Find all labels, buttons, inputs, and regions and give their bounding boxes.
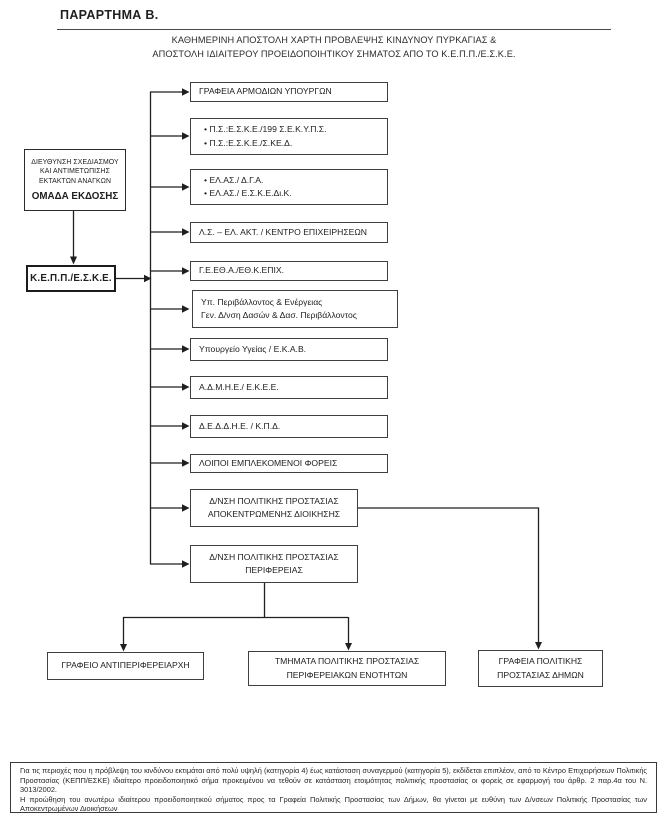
- footnote-box: Για τις περιοχές που η πρόβλεψη του κινδ…: [10, 762, 657, 813]
- arrowhead-municipal: [535, 642, 542, 650]
- node-municipal-offices: ΓΡΑΦΕΙΑ ΠΟΛΙΤΙΚΗΣ ΠΡΟΣΤΑΣΙΑΣ ΔΗΜΩΝ: [478, 650, 603, 687]
- node-fire-service: • Π.Σ.:Ε.Σ.Κ.Ε./199 Σ.Ε.Κ.Υ.Π.Σ. • Π.Σ.:…: [190, 118, 388, 155]
- arrowhead-1: [182, 88, 190, 96]
- node-hellenic-police: • ΕΛ.ΑΣ./ Δ.Γ.Α. • ΕΛ.ΑΣ./ Ε.Σ.Κ.Ε.Δι.Κ.: [190, 169, 388, 205]
- node-label: ΑΠΟΚΕΝΤΡΩΜΕΝΗΣ ΔΙΟΙΚΗΣΗΣ: [207, 509, 341, 519]
- node-ministers-offices: ΓΡΑΦΕΙΑ ΑΡΜΟΔΙΩΝ ΥΠΟΥΡΓΩΝ: [190, 82, 388, 102]
- node-region-directorate: Δ/ΝΣΗ ΠΟΛΙΤΙΚΗΣ ΠΡΟΣΤΑΣΙΑΣ ΠΕΡΙΦΕΡΕΙΑΣ: [190, 545, 358, 583]
- arrowhead-10: [182, 459, 190, 467]
- node-label: ΛΟΙΠΟΙ ΕΜΠΛΕΚΟΜΕΝΟΙ ΦΟΡΕΙΣ: [199, 457, 338, 468]
- title-underline: [57, 29, 611, 30]
- node-label: • ΕΛ.ΑΣ./ Ε.Σ.Κ.Ε.Δι.Κ.: [204, 188, 292, 198]
- node-vice-governor-office: ΓΡΑΦΕΙΟ ΑΝΤΙΠΕΡΙΦΕΡΕΙΑΡΧΗ: [47, 652, 204, 680]
- node-label: ΠΡΟΣΤΑΣΙΑΣ ΔΗΜΩΝ: [497, 669, 584, 680]
- node-label: Γ.Ε.ΕΘ.Α./ΕΘ.Κ.ΕΠΙΧ.: [199, 265, 284, 276]
- node-label: Γεν. Δ/νση Δασών & Δασ. Περιβάλλοντος: [201, 310, 357, 320]
- arrowhead-11: [182, 504, 190, 512]
- node-geetha: Γ.Ε.ΕΘ.Α./ΕΘ.Κ.ΕΠΙΧ.: [190, 261, 388, 281]
- node-issuing-directorate: ΔΙΕΥΘΥΝΣΗ ΣΧΕΔΙΑΣΜΟΥ ΚΑΙ ΑΝΤΙΜΕΤΩΠΙΣΗΣ Ε…: [24, 149, 126, 211]
- source-line-1: ΔΙΕΥΘΥΝΣΗ ΣΧΕΔΙΑΣΜΟΥ: [31, 159, 119, 167]
- arrowhead-3: [182, 183, 190, 191]
- node-label: Λ.Σ. – ΕΛ. ΑΚΤ. / ΚΕΝΤΡΟ ΕΠΙΧΕΙΡΗΣΕΩΝ: [199, 226, 367, 237]
- arrowhead-12: [182, 560, 190, 568]
- page-title: ΠΑΡΑΡΤΗΜΑ Β.: [60, 8, 159, 22]
- arrowhead-7: [182, 345, 190, 353]
- node-label: Υπουργείο Υγείας / Ε.Κ.Α.Β.: [199, 343, 307, 354]
- node-other-involved-bodies: ΛΟΙΠΟΙ ΕΜΠΛΕΚΟΜΕΝΟΙ ΦΟΡΕΙΣ: [190, 454, 388, 473]
- node-label: ΓΡΑΦΕΙΑ ΑΡΜΟΔΙΩΝ ΥΠΟΥΡΓΩΝ: [199, 86, 332, 97]
- arrowhead-4: [182, 228, 190, 236]
- subtitle-line-1: ΚΑΘΗΜΕΡΙΝΗ ΑΠΟΣΤΟΛΗ ΧΑΡΤΗ ΠΡΟΒΛΕΨΗΣ ΚΙΝΔ…: [171, 35, 497, 45]
- arrowhead-6: [182, 305, 190, 313]
- source-emphasis: ΟΜΑΔΑ ΕΚΔΟΣΗΣ: [31, 190, 119, 202]
- node-admie: Α.Δ.Μ.Η.Ε./ Ε.Κ.Ε.Ε.: [190, 376, 388, 399]
- arrowhead-8: [182, 383, 190, 391]
- diagram-subtitle: ΚΑΘΗΜΕΡΙΝΗ ΑΠΟΣΤΟΛΗ ΧΑΡΤΗ ΠΡΟΒΛΕΨΗΣ ΚΙΝΔ…: [0, 33, 668, 61]
- node-decentralized-administration: Δ/ΝΣΗ ΠΟΛΙΤΙΚΗΣ ΠΡΟΣΤΑΣΙΑΣ ΑΠΟΚΕΝΤΡΩΜΕΝΗ…: [190, 489, 358, 527]
- arrowhead-source-hub: [70, 256, 77, 265]
- source-line-2: ΚΑΙ ΑΝΤΙΜΕΤΩΠΙΣΗΣ: [40, 168, 110, 176]
- node-label: ΓΡΑΦΕΙΟ ΑΝΤΙΠΕΡΙΦΕΡΕΙΑΡΧΗ: [61, 660, 190, 671]
- node-label: • Π.Σ.:Ε.Σ.Κ.Ε./199 Σ.Ε.Κ.Υ.Π.Σ.: [204, 124, 327, 134]
- node-label: Α.Δ.Μ.Η.Ε./ Ε.Κ.Ε.Ε.: [199, 381, 279, 392]
- node-health-ministry: Υπουργείο Υγείας / Ε.Κ.Α.Β.: [190, 338, 388, 361]
- node-kepp-eske: Κ.Ε.Π.Π./Ε.Σ.Κ.Ε.: [26, 265, 116, 292]
- arrowhead-hub-trunk: [144, 274, 152, 283]
- node-label: ΓΡΑΦΕΙΑ ΠΟΛΙΤΙΚΗΣ: [498, 656, 583, 666]
- node-regional-unit-departments: ΤΜΗΜΑΤΑ ΠΟΛΙΤΙΚΗΣ ΠΡΟΣΤΑΣΙΑΣ ΠΕΡΙΦΕΡΕΙΑΚ…: [248, 651, 446, 686]
- node-label: Υπ. Περιβάλλοντος & Ενέργειας: [201, 296, 323, 307]
- node-label: ΠΕΡΙΦΕΡΕΙΑΣ: [245, 565, 303, 575]
- node-environment-ministry: Υπ. Περιβάλλοντος & Ενέργειας Γεν. Δ/νση…: [192, 290, 398, 328]
- node-label: • ΕΛ.ΑΣ./ Δ.Γ.Α.: [204, 174, 264, 185]
- node-label: Δ/ΝΣΗ ΠΟΛΙΤΙΚΗΣ ΠΡΟΣΤΑΣΙΑΣ: [209, 495, 339, 506]
- footnote-paragraph-2: Η προώθηση του ανωτέρω ιδιαίτερου προειδ…: [20, 794, 647, 813]
- node-label: ΠΕΡΙΦΕΡΕΙΑΚΩΝ ΕΝΟΤΗΤΩΝ: [286, 669, 408, 680]
- arrowhead-5: [182, 267, 190, 275]
- node-coast-guard: Λ.Σ. – ΕΛ. ΑΚΤ. / ΚΕΝΤΡΟ ΕΠΙΧΕΙΡΗΣΕΩΝ: [190, 222, 388, 243]
- node-label: Δ.Ε.Δ.Δ.Η.Ε. / Κ.Π.Δ.: [199, 420, 281, 431]
- subtitle-line-2: ΑΠΟΣΤΟΛΗ ΙΔΙΑΙΤΕΡΟΥ ΠΡΟΕΙΔΟΠΟΙΗΤΙΚΟΥ ΣΗΜ…: [152, 49, 516, 59]
- connector-admin-municipal: [358, 507, 540, 643]
- node-deddie: Δ.Ε.Δ.Δ.Η.Ε. / Κ.Π.Δ.: [190, 415, 388, 438]
- node-label: ΤΜΗΜΑΤΑ ΠΟΛΙΤΙΚΗΣ ΠΡΟΣΤΑΣΙΑΣ: [274, 656, 420, 666]
- arrowhead-9: [182, 422, 190, 430]
- arrowhead-vice-governor: [120, 644, 127, 652]
- arrowhead-regional-units: [345, 643, 352, 651]
- node-label: Δ/ΝΣΗ ΠΟΛΙΤΙΚΗΣ ΠΡΟΣΤΑΣΙΑΣ: [209, 551, 339, 562]
- source-line-3: ΕΚΤΑΚΤΩΝ ΑΝΑΓΚΩΝ: [38, 177, 112, 185]
- arrowhead-2: [182, 132, 190, 140]
- footnote-paragraph-1: Για τις περιοχές που η πρόβλεψη του κινδ…: [20, 766, 647, 795]
- node-label: • Π.Σ.:Ε.Σ.Κ.Ε./Σ.ΚΕ.Δ.: [204, 137, 293, 148]
